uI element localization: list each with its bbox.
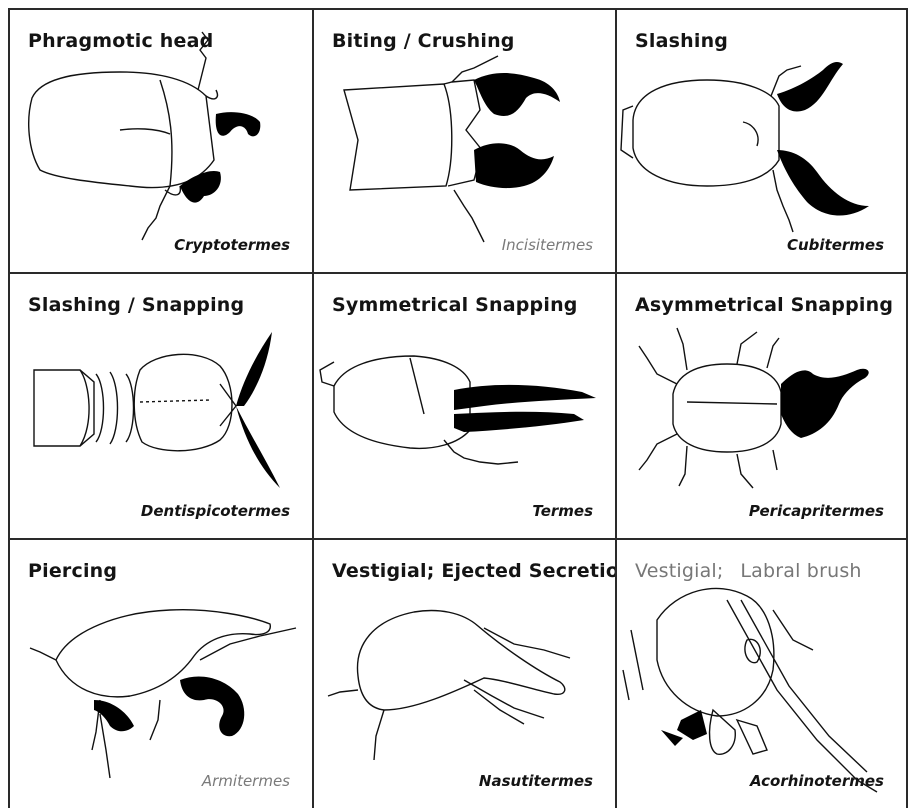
genus-label: Cubitermes (787, 236, 884, 254)
cell-title: Asymmetrical Snapping (635, 294, 893, 316)
cell-title-sub: Labral brush (740, 560, 861, 582)
cell-symmetrical-snapping: Symmetrical Snapping Termes (314, 274, 615, 538)
cell-title: Vestigial; Ejected Secretion (332, 560, 615, 582)
cell-vestigial-labral-brush: Vestigial; Labral brush Acorhinotermes (617, 540, 906, 808)
cell-title: Vestigial; Labral brush (635, 560, 862, 582)
cell-title: Biting / Crushing (332, 30, 515, 52)
genus-label: Armitermes (202, 772, 290, 790)
genus-label: Incisitermes (502, 236, 593, 254)
cell-title: Piercing (28, 560, 117, 582)
genus-label: Termes (532, 502, 593, 520)
cell-title: Phragmotic head (28, 30, 213, 52)
cell-phragmotic-head: Phragmotic head Cryptotermes (10, 10, 312, 272)
genus-label: Pericapritermes (749, 502, 884, 520)
cell-biting-crushing: Biting / Crushing Incisitermes (314, 10, 615, 272)
genus-label: Acorhinotermes (750, 772, 884, 790)
genus-label: Nasutitermes (479, 772, 593, 790)
cell-piercing: Piercing Armitermes (10, 540, 312, 808)
cell-title-main: Vestigial; (635, 560, 724, 582)
cell-title: Slashing / Snapping (28, 294, 244, 316)
genus-label: Cryptotermes (174, 236, 290, 254)
cell-title: Slashing (635, 30, 728, 52)
genus-label: Dentispicotermes (141, 502, 290, 520)
cell-slashing-snapping: Slashing / Snapping Dentispicotermes (10, 274, 312, 538)
cell-vestigial-ejected-secretion: Vestigial; Ejected Secretion Nasutiterme… (314, 540, 615, 808)
grid-right-border (906, 8, 908, 808)
cell-slashing: Slashing Cubitermes (617, 10, 906, 272)
cell-title: Symmetrical Snapping (332, 294, 578, 316)
cell-asymmetrical-snapping: Asymmetrical Snapping Pericapritermes (617, 274, 906, 538)
